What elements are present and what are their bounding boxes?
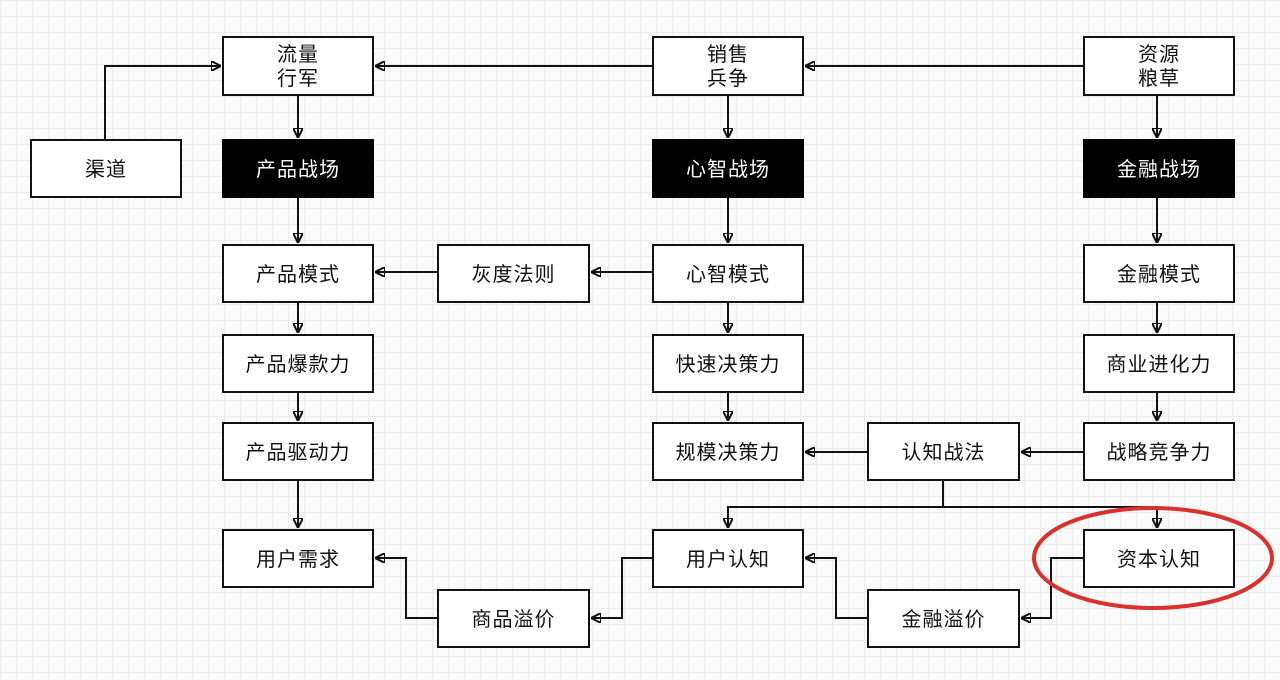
node-label: 产品爆款力 — [245, 351, 351, 376]
node-jinrong-yijia[interactable]: 金融溢价 — [867, 589, 1020, 648]
node-jinrong-moshi[interactable]: 金融模式 — [1083, 244, 1235, 303]
node-label: 销售 兵争 — [707, 42, 749, 90]
node-chanpin-moshi[interactable]: 产品模式 — [222, 244, 374, 303]
arrow-rz-zf-to-yh-rz — [728, 481, 944, 527]
node-chanpin-zhanchang[interactable]: 产品战场 — [222, 139, 374, 198]
node-shangye-jinhuali[interactable]: 商业进化力 — [1083, 334, 1235, 393]
node-jinrong-zhanchang[interactable]: 金融战场 — [1083, 139, 1235, 198]
arrow-rz-zf-to-zb-rz — [943, 506, 1157, 527]
arrow-zb-rz-to-jr-yj — [1022, 557, 1083, 618]
node-label: 心智战场 — [686, 156, 770, 181]
node-label: 灰度法则 — [471, 261, 556, 286]
node-yonghu-xuqiu[interactable]: 用户需求 — [222, 529, 374, 588]
node-label: 用户认知 — [686, 546, 770, 571]
node-label: 用户需求 — [256, 546, 340, 571]
node-chanpin-baokuanli[interactable]: 产品爆款力 — [222, 334, 374, 393]
node-liuliang-xingjun[interactable]: 流量 行军 — [222, 36, 374, 96]
arrow-sp-yj-to-yh-xq — [376, 558, 437, 619]
node-zhanlue-jingzhengli[interactable]: 战略竞争力 — [1083, 422, 1235, 481]
node-xinzhi-moshi[interactable]: 心智模式 — [652, 244, 804, 303]
node-label: 商品溢价 — [471, 606, 556, 631]
node-xiaoshou-bingzheng[interactable]: 销售 兵争 — [652, 36, 804, 96]
arrow-jr-yj-to-yh-rz — [806, 558, 867, 619]
node-chanpin-qudongli[interactable]: 产品驱动力 — [222, 422, 374, 481]
node-label: 商业进化力 — [1106, 351, 1212, 376]
node-label: 金融模式 — [1117, 261, 1201, 286]
node-ziben-renzhi[interactable]: 资本认知 — [1083, 529, 1235, 588]
node-label: 心智模式 — [686, 261, 770, 286]
node-guimo-juecelli[interactable]: 规模决策力 — [652, 422, 804, 481]
arrow-qudao-to-liuliang — [104, 66, 220, 139]
node-label: 规模决策力 — [675, 439, 781, 464]
node-label: 产品战场 — [256, 156, 340, 181]
node-label: 资本认知 — [1117, 546, 1201, 571]
node-label: 金融战场 — [1117, 156, 1201, 181]
node-label: 流量 行军 — [277, 42, 319, 90]
arrow-yh-rz-to-sp-yj — [592, 557, 652, 618]
node-ziyuan-liangcao[interactable]: 资源 粮草 — [1083, 36, 1235, 96]
node-label: 快速决策力 — [675, 351, 781, 376]
node-label: 金融溢价 — [901, 606, 986, 631]
node-huidu-faze[interactable]: 灰度法则 — [437, 244, 590, 303]
node-label: 产品驱动力 — [245, 439, 351, 464]
node-label: 资源 粮草 — [1138, 42, 1180, 90]
node-xinzhi-zhanchang[interactable]: 心智战场 — [652, 139, 804, 198]
node-kuaisu-juecelli[interactable]: 快速决策力 — [652, 334, 804, 393]
node-qudao[interactable]: 渠道 — [30, 139, 182, 198]
node-shangpin-yijia[interactable]: 商品溢价 — [437, 589, 590, 648]
node-label: 认知战法 — [901, 439, 986, 464]
node-label: 产品模式 — [256, 261, 340, 286]
node-label: 渠道 — [85, 156, 127, 181]
node-yonghu-renzhi[interactable]: 用户认知 — [652, 529, 804, 588]
node-label: 战略竞争力 — [1106, 439, 1212, 464]
node-renzhi-zhanfa[interactable]: 认知战法 — [867, 422, 1020, 481]
